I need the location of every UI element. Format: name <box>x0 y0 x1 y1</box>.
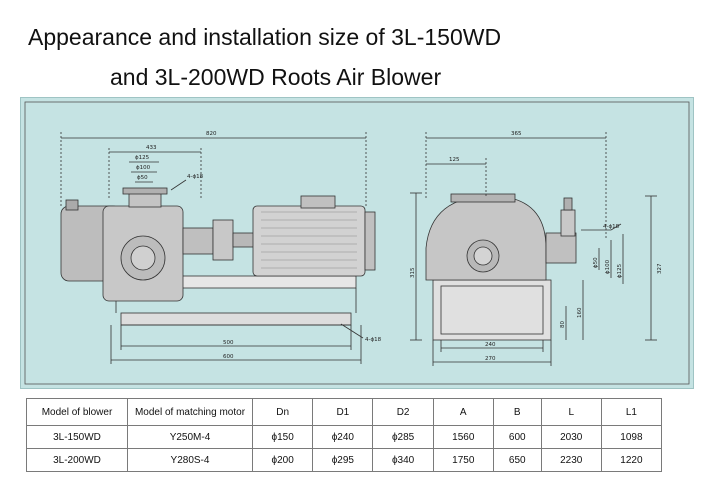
dim-80: 80 <box>560 321 566 328</box>
dim-phi100-side: ϕ100 <box>605 259 611 274</box>
dim-phi50: ϕ50 <box>137 175 148 181</box>
coupling <box>212 219 234 261</box>
cell-a: 1560 <box>432 425 494 449</box>
cell-d2: ϕ340 <box>372 448 434 472</box>
dim-hole-side: 4-ϕ18 <box>603 224 620 230</box>
header-l1: L1 <box>600 398 663 426</box>
cell-d2: ϕ285 <box>372 425 434 449</box>
dim-125: 125 <box>449 157 460 163</box>
cell-d1: ϕ295 <box>312 448 374 472</box>
page-title: Appearance and installation size of 3L-1… <box>28 24 502 50</box>
dim-365: 365 <box>511 131 522 137</box>
cell-l1: 1220 <box>600 448 663 472</box>
cell-d1: ϕ240 <box>312 425 374 449</box>
dim-phi100: ϕ100 <box>136 165 151 171</box>
header-dn: Dn <box>251 398 314 426</box>
table-header-row: Model of blower Model of matching motor … <box>26 398 663 426</box>
header-d1: D1 <box>312 398 374 426</box>
header-a: A <box>432 398 494 426</box>
cell-a: 1750 <box>432 448 494 472</box>
dim-phi50-side: ϕ50 <box>593 257 599 268</box>
dim-240: 240 <box>485 342 496 348</box>
header-model-motor: Model of matching motor <box>127 398 253 426</box>
dim-327: 327 <box>657 263 663 274</box>
header-d2: D2 <box>372 398 434 426</box>
cell-dn: ϕ150 <box>251 425 314 449</box>
header-l: L <box>540 398 602 426</box>
dim-hole-base: 4-ϕ18 <box>365 337 382 343</box>
header-b: B <box>492 398 542 426</box>
dim-600: 600 <box>223 354 234 360</box>
drawing-canvas: 820 433 ϕ125 ϕ100 ϕ50 4-ϕ18 4-ϕ18 500 60… <box>24 101 690 385</box>
dim-270: 270 <box>485 356 496 362</box>
cell-model: 3L-150WD <box>26 425 128 449</box>
cell-dn: ϕ200 <box>251 448 314 472</box>
cell-b: 650 <box>492 448 542 472</box>
dim-820: 820 <box>206 131 217 137</box>
dim-phi125-side: ϕ125 <box>617 263 623 278</box>
cell-motor: Y250M-4 <box>127 425 253 449</box>
cell-l: 2230 <box>540 448 602 472</box>
motor-body <box>252 205 366 277</box>
dim-315: 315 <box>410 267 416 278</box>
header-model-blower: Model of blower <box>26 398 128 426</box>
page-subtitle: and 3L-200WD Roots Air Blower <box>110 64 442 90</box>
dim-433: 433 <box>146 145 157 151</box>
cell-b: 600 <box>492 425 542 449</box>
spec-table: Model of blower Model of matching motor … <box>26 398 663 472</box>
cell-l1: 1098 <box>600 425 663 449</box>
technical-drawing: 820 433 ϕ125 ϕ100 ϕ50 4-ϕ18 4-ϕ18 500 60… <box>20 97 694 389</box>
side-base <box>432 279 552 341</box>
table-row: 3L-200WD Y280S-4 ϕ200 ϕ295 ϕ340 1750 650… <box>26 448 663 472</box>
dim-hole-top: 4-ϕ18 <box>187 174 204 180</box>
dim-500: 500 <box>223 340 234 346</box>
dim-160: 160 <box>577 307 583 318</box>
cell-motor: Y280S-4 <box>127 448 253 472</box>
table-row: 3L-150WD Y250M-4 ϕ150 ϕ240 ϕ285 1560 600… <box>26 425 663 449</box>
dim-phi125: ϕ125 <box>135 155 150 161</box>
cell-model: 3L-200WD <box>26 448 128 472</box>
cell-l: 2030 <box>540 425 602 449</box>
